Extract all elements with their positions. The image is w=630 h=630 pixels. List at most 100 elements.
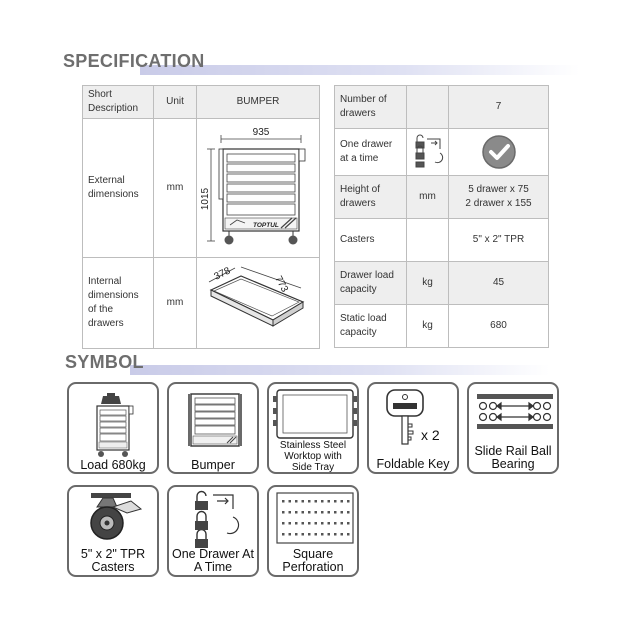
perforation-hole — [301, 533, 304, 536]
spec-table-right: Number of drawers 7 One drawer at a time — [334, 85, 549, 348]
key-multiplier: x 2 — [421, 427, 440, 443]
perforation-hole — [295, 511, 298, 514]
height-value-line-2: 2 drawer x 155 — [465, 198, 532, 209]
perforation-hole — [347, 511, 350, 514]
cabinet-front-drawing: 935 1015 — [200, 127, 306, 245]
symbol-one-drawer: One Drawer At A Time — [167, 485, 259, 577]
perforation-hole — [321, 533, 324, 536]
perforation-hole — [347, 500, 350, 503]
caster-wheel-icon — [90, 493, 143, 540]
symbol-key: x 2 Foldable Key — [367, 382, 459, 474]
perforation-hole — [288, 533, 291, 536]
square-perforation-icon — [276, 492, 354, 544]
checkmark-icon — [481, 135, 516, 169]
spec-table-left: Short Description Unit BUMPER External d… — [82, 85, 320, 349]
height-of-drawers-value: 5 drawer x 75 2 drawer x 155 — [448, 175, 549, 219]
number-of-drawers-unit — [406, 85, 449, 129]
worktop-tray-icon — [273, 389, 357, 439]
perforation-hole — [347, 533, 350, 536]
symbol-load: Load 680kg — [67, 382, 159, 474]
static-load-label: Static load capacity — [334, 304, 407, 348]
perforation-hole — [321, 522, 324, 525]
perforation-grid — [282, 500, 350, 536]
symbol-bumper: Bumper — [167, 382, 259, 474]
perforation-hole — [334, 500, 337, 503]
drawer-load-value: 45 — [448, 261, 549, 305]
symbol-bumper-label: Bumper — [191, 458, 235, 472]
drawer-load-label: Drawer load capacity — [334, 261, 407, 305]
symbol-perforation-label: Square Perforation — [282, 547, 344, 574]
cabinet-width-label: 935 — [253, 127, 270, 138]
perforation-hole — [327, 511, 330, 514]
symbol-slide-rail: Slide Rail Ball Bearing — [467, 382, 559, 474]
symbol-casters-label: 5" x 2" TPR Casters — [80, 547, 146, 574]
perforation-hole — [301, 522, 304, 525]
perforation-hole — [314, 500, 317, 503]
perforation-hole — [288, 500, 291, 503]
bumper-icon — [188, 393, 242, 447]
symbol-load-label: Load 680kg — [80, 458, 146, 472]
one-drawer-label: One drawer at a time — [334, 128, 407, 176]
one-drawer-lock-cell — [406, 128, 449, 176]
perforation-hole — [314, 522, 317, 525]
perforation-hole — [321, 500, 324, 503]
header-model: BUMPER — [196, 85, 320, 119]
perforation-hole — [295, 533, 298, 536]
perforation-hole — [288, 522, 291, 525]
height-value-line-1: 5 drawer x 75 — [468, 184, 529, 195]
perforation-hole — [314, 533, 317, 536]
one-drawer-value-cell — [448, 128, 549, 176]
perforation-hole — [301, 500, 304, 503]
perforation-hole — [334, 533, 337, 536]
casters-value: 5" x 2" TPR — [448, 218, 549, 262]
perforation-hole — [340, 522, 343, 525]
cabinet-height-label: 1015 — [200, 187, 211, 210]
external-dimensions-label: External dimensions — [82, 118, 154, 258]
perforation-hole — [347, 522, 350, 525]
drawer-depth-label: 378 — [212, 265, 232, 282]
casters-unit — [406, 218, 449, 262]
perforation-hole — [282, 522, 285, 525]
perforation-hole — [334, 511, 337, 514]
perforation-hole — [282, 500, 285, 503]
drawer-tray-drawing: 378 773 — [208, 265, 305, 327]
perforation-hole — [314, 511, 317, 514]
casters-label: Casters — [334, 218, 407, 262]
spec-title-bar — [140, 65, 580, 75]
static-load-unit: kg — [406, 304, 449, 348]
symbol-title: SYMBOL — [65, 352, 144, 372]
symbol-worktop: Stainless Steel Worktop with Side Tray — [267, 382, 359, 474]
perforation-hole — [340, 511, 343, 514]
height-of-drawers-label: Height of drawers — [334, 175, 407, 219]
header-short-description: Short Description — [82, 85, 154, 119]
header-unit: Unit — [153, 85, 197, 119]
static-load-value: 680 — [448, 304, 549, 348]
load-weight-icon — [96, 393, 134, 457]
perforation-hole — [321, 511, 324, 514]
perforation-hole — [288, 511, 291, 514]
symbol-slide-rail-label: Slide Rail Ball Bearing — [474, 444, 552, 471]
symbol-key-label: Foldable Key — [376, 457, 450, 471]
symbol-perforation: Square Perforation — [267, 485, 359, 577]
external-dimensions-unit: mm — [153, 118, 197, 258]
perforation-hole — [340, 500, 343, 503]
spec-title: SPECIFICATION — [63, 51, 205, 71]
symbol-title-bar — [130, 365, 550, 375]
perforation-hole — [308, 522, 311, 525]
number-of-drawers-value: 7 — [448, 85, 549, 129]
perforation-hole — [327, 533, 330, 536]
internal-dimensions-drawing-cell: 378 773 — [196, 257, 320, 349]
number-of-drawers-label: Number of drawers — [334, 85, 407, 129]
perforation-hole — [282, 533, 285, 536]
external-dimensions-drawing-cell: 935 1015 — [196, 118, 320, 258]
perforation-hole — [308, 511, 311, 514]
height-of-drawers-unit: mm — [406, 175, 449, 219]
perforation-hole — [340, 533, 343, 536]
perforation-hole — [308, 533, 311, 536]
symbol-casters: 5" x 2" TPR Casters — [67, 485, 159, 577]
perforation-hole — [295, 522, 298, 525]
one-drawer-lock-icon — [415, 134, 444, 168]
one-drawer-at-a-time-icon — [195, 490, 240, 548]
internal-dimensions-label: Internal dimensions of the drawers — [82, 257, 154, 349]
perforation-hole — [282, 511, 285, 514]
